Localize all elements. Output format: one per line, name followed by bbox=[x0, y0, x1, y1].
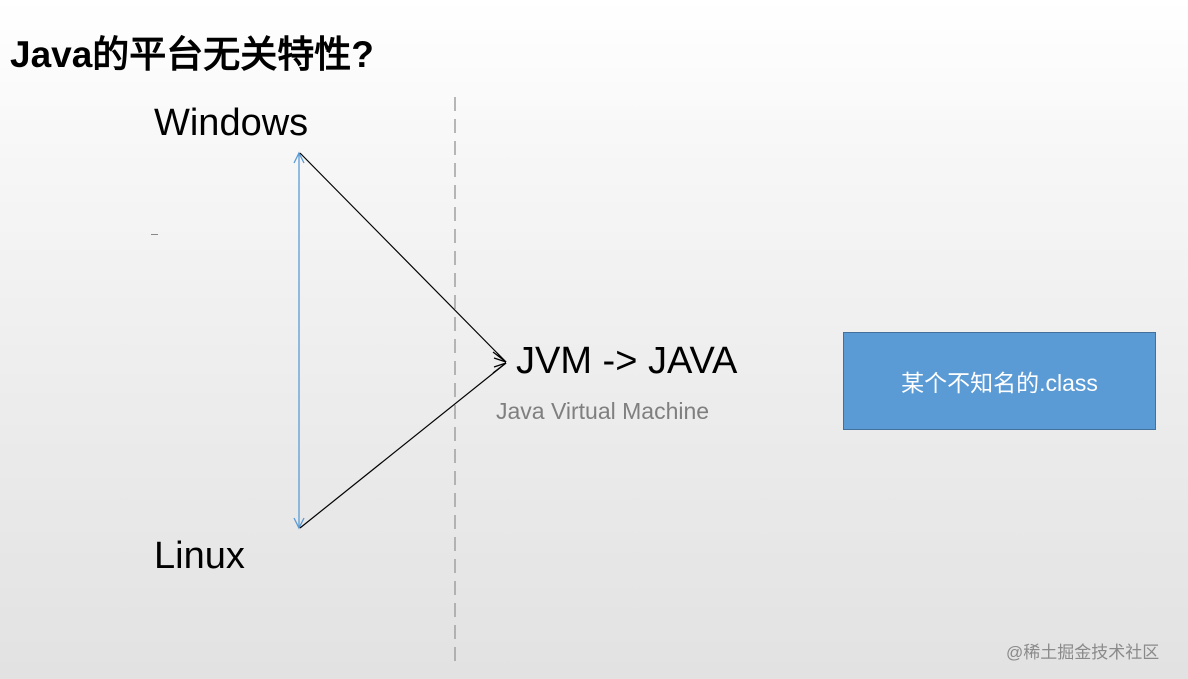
blue-double-arrow bbox=[293, 151, 305, 530]
watermark: @稀土掘金技术社区 bbox=[1006, 643, 1160, 662]
jvm-subtitle: Java Virtual Machine bbox=[496, 398, 710, 424]
jvm-label: JVM -> JAVA bbox=[516, 340, 738, 382]
class-file-label: 某个不知名的.class bbox=[901, 370, 1098, 396]
platform-linux-label: Linux bbox=[154, 535, 245, 577]
platform-windows-label: Windows bbox=[154, 102, 309, 144]
arrow-windows-to-jvm bbox=[299, 152, 507, 363]
arrowhead-up-icon bbox=[293, 151, 305, 164]
slide-title: Java的平台无关特性? bbox=[10, 34, 374, 75]
stray-dash-mark bbox=[151, 234, 158, 235]
arrowhead-down-icon bbox=[293, 517, 305, 530]
class-file-box: 某个不知名的.class bbox=[843, 332, 1156, 430]
arrow-linux-to-jvm bbox=[299, 362, 507, 529]
arrowhead-right-icon bbox=[492, 351, 507, 374]
